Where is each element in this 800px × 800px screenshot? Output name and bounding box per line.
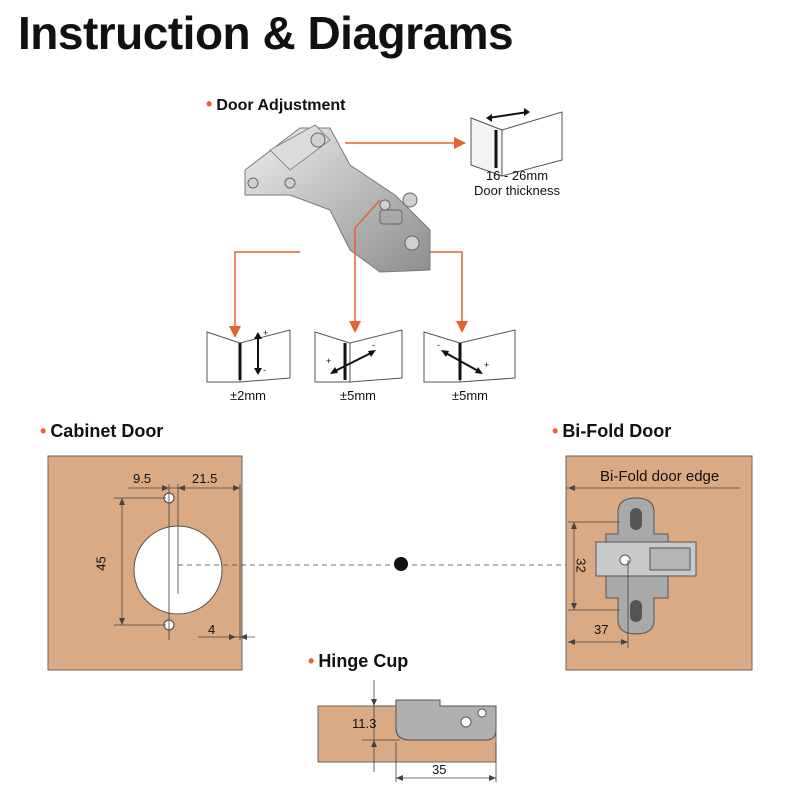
- adjustment-panel-3: - +: [423, 329, 516, 383]
- bullet-icon: •: [308, 651, 315, 671]
- hinge-cup-diagram: [317, 680, 497, 782]
- cabinet-door-label: Cabinet Door: [50, 421, 164, 441]
- door-thickness-label: Door thickness: [474, 183, 560, 198]
- center-alignment-line: [178, 557, 748, 571]
- adjustment-value-2: ±5mm: [339, 388, 377, 403]
- svg-text:-: -: [437, 340, 440, 350]
- svg-text:+: +: [263, 328, 268, 338]
- door-adjustment-heading: •Door Adjustment: [206, 94, 346, 115]
- dim-edge: 4: [208, 622, 216, 637]
- bifold-edge-label: Bi-Fold door edge: [600, 468, 720, 485]
- adjustment-panel-1: + -: [206, 328, 291, 383]
- hinge-cup-heading: •Hinge Cup: [308, 651, 408, 672]
- svg-text:+: +: [484, 360, 489, 370]
- door-thickness-range: 16 - 26mm: [485, 168, 549, 183]
- door-thickness-diagram: [470, 108, 563, 177]
- door-adjustment-label: Door Adjustment: [216, 97, 346, 114]
- bullet-icon: •: [206, 94, 213, 114]
- adjustment-panel-2: + -: [314, 329, 403, 383]
- bullet-icon: •: [552, 421, 559, 441]
- svg-text:-: -: [263, 365, 266, 375]
- cabinet-door-diagram: [47, 455, 255, 671]
- bifold-door-heading: •Bi-Fold Door: [552, 421, 671, 442]
- dim-right-offset: 21.5: [192, 471, 218, 486]
- bifold-dim-width: 37: [594, 622, 609, 637]
- page-title: Instruction & Diagrams: [18, 7, 514, 59]
- adjustment-value-3: ±5mm: [451, 388, 489, 403]
- adjustment-value-1: ±2mm: [229, 388, 267, 403]
- cabinet-door-heading: •Cabinet Door: [40, 421, 163, 442]
- dim-left-offset: 9.5: [133, 471, 152, 486]
- cup-dim-depth: 11.3: [352, 716, 377, 731]
- hinge-cup-label: Hinge Cup: [318, 651, 409, 671]
- bifold-door-diagram: [565, 455, 753, 671]
- hinge-illustration: [244, 124, 431, 273]
- cup-dim-diameter: 35: [432, 762, 447, 777]
- adjustment-leaders: [229, 137, 468, 338]
- dim-height: 45: [93, 556, 109, 571]
- bullet-icon: •: [40, 421, 47, 441]
- bifold-dim-height: 32: [573, 558, 589, 573]
- svg-text:-: -: [372, 340, 375, 350]
- svg-text:+: +: [326, 356, 331, 366]
- bifold-door-label: Bi-Fold Door: [562, 421, 672, 441]
